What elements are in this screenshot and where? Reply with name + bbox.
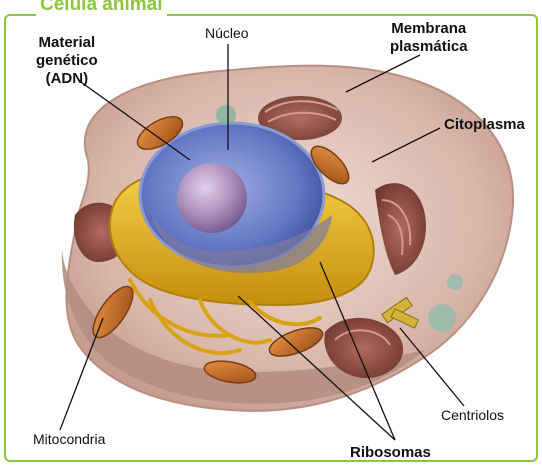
label-material-genetico: Material genético (ADN): [36, 34, 98, 88]
vesicle: [447, 274, 463, 290]
vesicle: [428, 304, 456, 332]
nucleolus: [177, 163, 247, 233]
label-membrana-plasmatica: Membrana plasmática: [390, 20, 468, 56]
label-ribosomas: Ribosomas: [350, 444, 431, 462]
label-mitocondria: Mitocondria: [33, 430, 105, 448]
label-centriolos: Centriolos: [441, 406, 504, 424]
vesicle: [216, 105, 236, 125]
label-nucleo: Núcleo: [205, 24, 249, 42]
label-citoplasma: Citoplasma: [444, 116, 525, 134]
